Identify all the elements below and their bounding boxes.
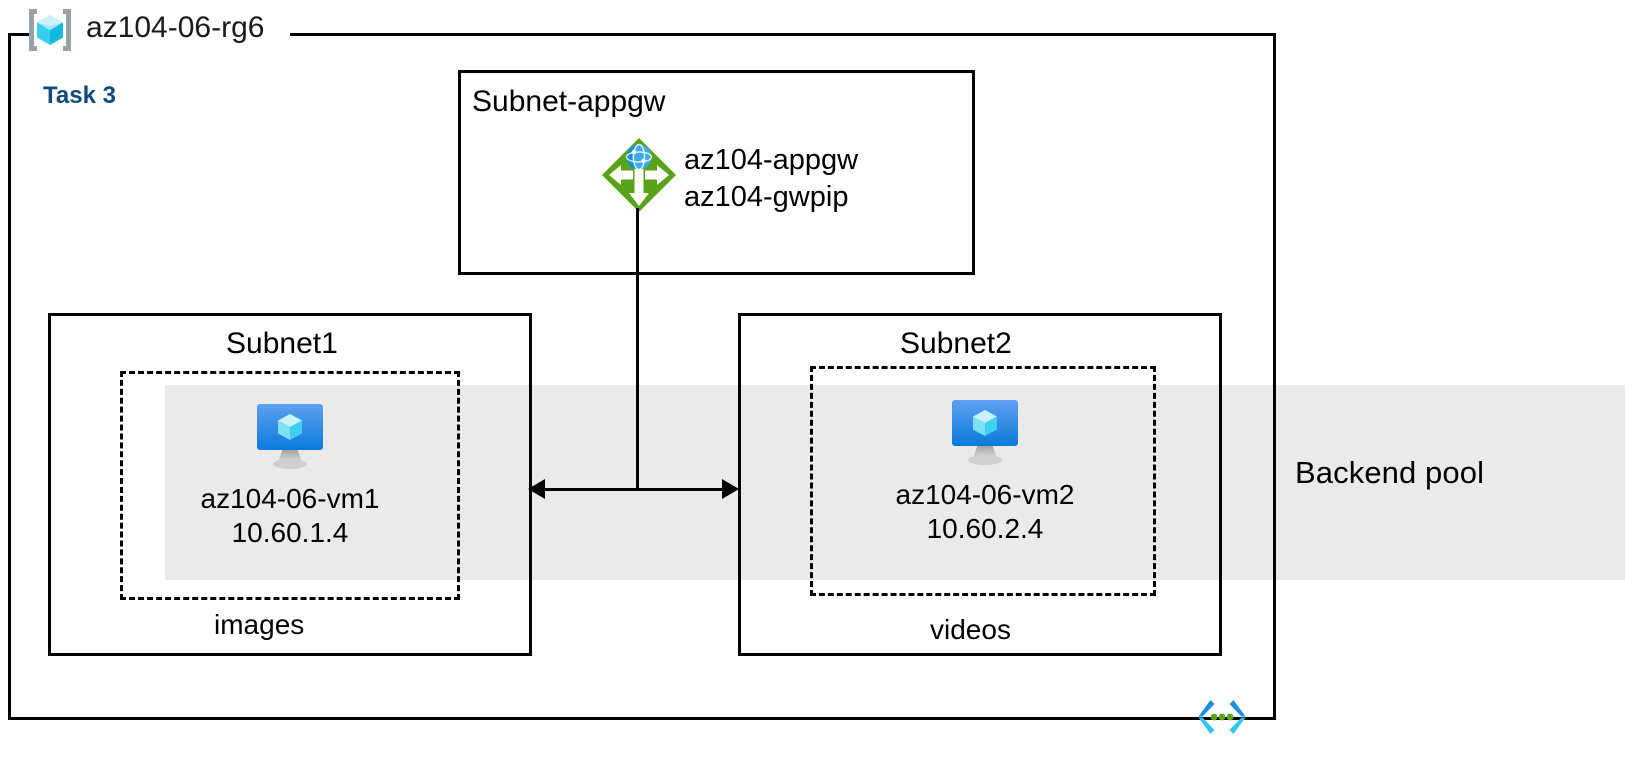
resource-group-name: az104-06-rg6 xyxy=(86,11,265,44)
subnet2-nsg-caption: videos xyxy=(930,614,1011,645)
appgw-vertical-connector xyxy=(636,208,639,491)
backend-pool-band xyxy=(165,385,1625,580)
virtual-machine-icon xyxy=(257,404,323,469)
resource-group-border-right xyxy=(1273,33,1276,720)
vm2-name: az104-06-vm2 xyxy=(895,479,1075,510)
subnet1-nsg-caption: images xyxy=(214,609,305,640)
gwpip-name: az104-gwpip xyxy=(684,181,849,213)
subnet-appgw-title: Subnet-appgw xyxy=(472,85,666,118)
vm-horizontal-connector xyxy=(537,488,724,491)
resource-group-border-bottom xyxy=(8,717,1276,720)
resource-group-border-top xyxy=(290,33,1276,36)
virtual-machine-icon xyxy=(952,400,1018,465)
resource-group-cube-icon xyxy=(24,6,76,54)
resource-group-border-top-stub xyxy=(8,33,30,36)
vm2-ip: 10.60.2.4 xyxy=(926,513,1044,544)
vm1-name: az104-06-vm1 xyxy=(200,483,380,514)
application-gateway-labels: az104-appgw az104-gwpip xyxy=(684,142,858,216)
task-label: Task 3 xyxy=(43,82,116,109)
backend-pool-label: Backend pool xyxy=(1295,455,1485,490)
application-gateway-icon xyxy=(600,136,678,214)
subnet1-nsg-dashed-box xyxy=(120,371,460,600)
vm1-ip: 10.60.1.4 xyxy=(231,517,349,548)
arrow-head-left-icon xyxy=(528,479,545,499)
subnet1-box xyxy=(48,313,532,656)
resource-group-border-left xyxy=(8,33,11,720)
subnet-appgw-box xyxy=(458,70,975,275)
subnet2-title: Subnet2 xyxy=(900,327,1012,360)
arrow-head-right-icon xyxy=(722,479,739,499)
subnet2-box xyxy=(738,313,1222,656)
subnet2-nsg-dashed-box xyxy=(810,366,1156,596)
vm1-block: az104-06-vm1 10.60.1.4 xyxy=(140,400,440,550)
subnet1-title: Subnet1 xyxy=(226,327,338,360)
appgw-name: az104-appgw xyxy=(684,144,859,176)
vm2-block: az104-06-vm2 10.60.2.4 xyxy=(835,396,1135,546)
arm-template-code-icon xyxy=(1195,698,1249,736)
